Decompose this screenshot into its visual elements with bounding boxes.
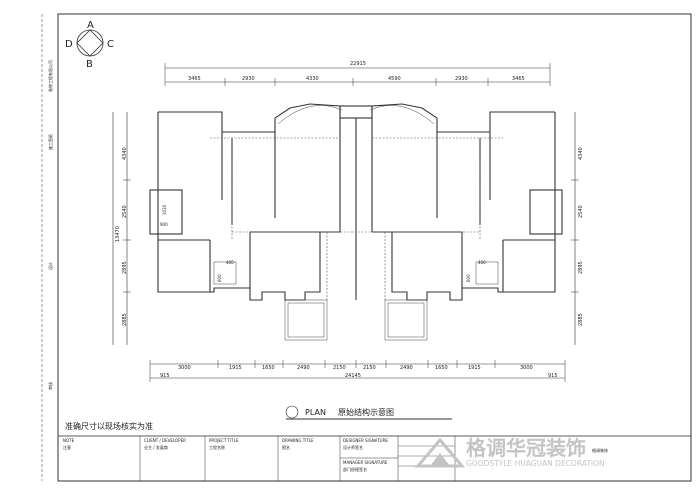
- designer-value: 设计师签名: [343, 444, 363, 450]
- dim-bottom-8: 1650: [435, 365, 448, 371]
- brand-logo: [414, 437, 466, 468]
- room-mark-6: 600: [466, 274, 471, 282]
- dim-right-1: 4340: [578, 147, 584, 160]
- dim-top-3: 4330: [306, 76, 319, 82]
- drawing-label: DRAWING TITLE: [282, 438, 314, 443]
- dim-bottom-6: 2150: [363, 365, 376, 371]
- dim-left-2: 2540: [122, 205, 128, 218]
- dim-top-1: 3465: [188, 76, 201, 82]
- plan-title: PLAN 原始结构示意图: [285, 405, 452, 420]
- dim-top-6: 3465: [512, 76, 525, 82]
- compass-c: C: [107, 39, 114, 50]
- left-dimensions: 4340 2540 2895 2885 13470: [112, 112, 131, 345]
- dim-left-total: 13470: [115, 226, 121, 242]
- compass-a: A: [87, 20, 94, 31]
- dim-bottom-7: 2490: [400, 365, 413, 371]
- room-mark-4: 600: [217, 274, 222, 282]
- side-note-3: 设计: [47, 262, 53, 270]
- side-notes: 装修工程有限公司 施工图纸 设计 审核: [47, 60, 53, 390]
- compass-symbol: A D C B: [65, 20, 114, 70]
- room-mark-1: 900: [160, 222, 168, 227]
- client-value: 业主 / 发展商: [144, 444, 168, 450]
- brand-name-zh: 格调华冠装饰: [466, 436, 586, 460]
- project-value: 工程名称: [209, 444, 225, 450]
- plan-title-zh: 原始结构示意图: [338, 407, 394, 417]
- note-value: 注意: [63, 444, 71, 450]
- compass-b: B: [86, 59, 93, 70]
- dim-bottom-2: 1915: [229, 365, 242, 371]
- dim-bottom-9: 1915: [468, 365, 481, 371]
- compass-d: D: [65, 39, 73, 50]
- dim-right-4: 2885: [578, 313, 584, 326]
- side-note-2: 施工图纸: [47, 134, 53, 150]
- dim-left-4: 2885: [122, 313, 128, 326]
- dim-top-5: 2930: [455, 76, 468, 82]
- dim-top-total: 22915: [350, 61, 366, 67]
- drawing-value: 图名: [282, 444, 290, 450]
- dim-bottom-edge-right: 915: [548, 373, 558, 379]
- dim-top-4: 4590: [388, 76, 401, 82]
- manager-label: MANAGER SIGNATURE: [343, 460, 388, 465]
- project-label: PROJECT TITLE: [209, 438, 239, 443]
- dim-bottom-total: 24145: [345, 373, 361, 379]
- room-mark-3: 400: [226, 260, 234, 265]
- dim-right-2: 2540: [578, 205, 584, 218]
- dim-bottom-1: 3000: [178, 365, 191, 371]
- site-verify-note: 准确尺寸以现场核实为准: [65, 421, 153, 431]
- dim-right-3: 2895: [578, 261, 584, 274]
- manager-value: 部门经理签名: [343, 466, 367, 472]
- top-dimensions: 22915 3465 2930 4330 4590 2930 3465: [164, 61, 551, 86]
- designer-label: DESIGNER SIGNATURE: [343, 438, 388, 443]
- dim-bottom-3: 1650: [262, 365, 275, 371]
- brand-name-en: GOODSTYLE HUAGUAN DECORATION: [466, 459, 605, 468]
- side-note-1: 装修工程有限公司: [47, 60, 53, 92]
- right-dimensions: 4340 2540 2895 2885: [571, 112, 584, 345]
- brand-company-small: 格调装饰: [592, 447, 608, 453]
- title-block: NOTE 注意 CLIENT / DEVELOPER 业主 / 发展商 PROJ…: [57, 435, 692, 482]
- dim-bottom-edge-left: 915: [160, 373, 170, 379]
- dim-bottom-4: 2490: [297, 365, 310, 371]
- dim-bottom-5: 2150: [333, 365, 346, 371]
- room-mark-5: 400: [478, 260, 486, 265]
- floor-plan: 900 1020 400 600 400 600: [149, 103, 563, 341]
- client-label: CLIENT / DEVELOPER: [144, 438, 186, 443]
- bottom-dimensions: 3000 1915 1650 2490 2150 2150 2490 1650 …: [149, 360, 566, 382]
- dim-left-3: 2895: [122, 261, 128, 274]
- dim-top-2: 2930: [242, 76, 255, 82]
- note-label: NOTE: [63, 438, 75, 443]
- plan-title-en: PLAN: [305, 408, 326, 417]
- dim-bottom-10: 3000: [520, 365, 533, 371]
- room-mark-2: 1020: [162, 204, 167, 215]
- dim-left-1: 4340: [122, 147, 128, 160]
- side-note-4: 审核: [47, 382, 53, 390]
